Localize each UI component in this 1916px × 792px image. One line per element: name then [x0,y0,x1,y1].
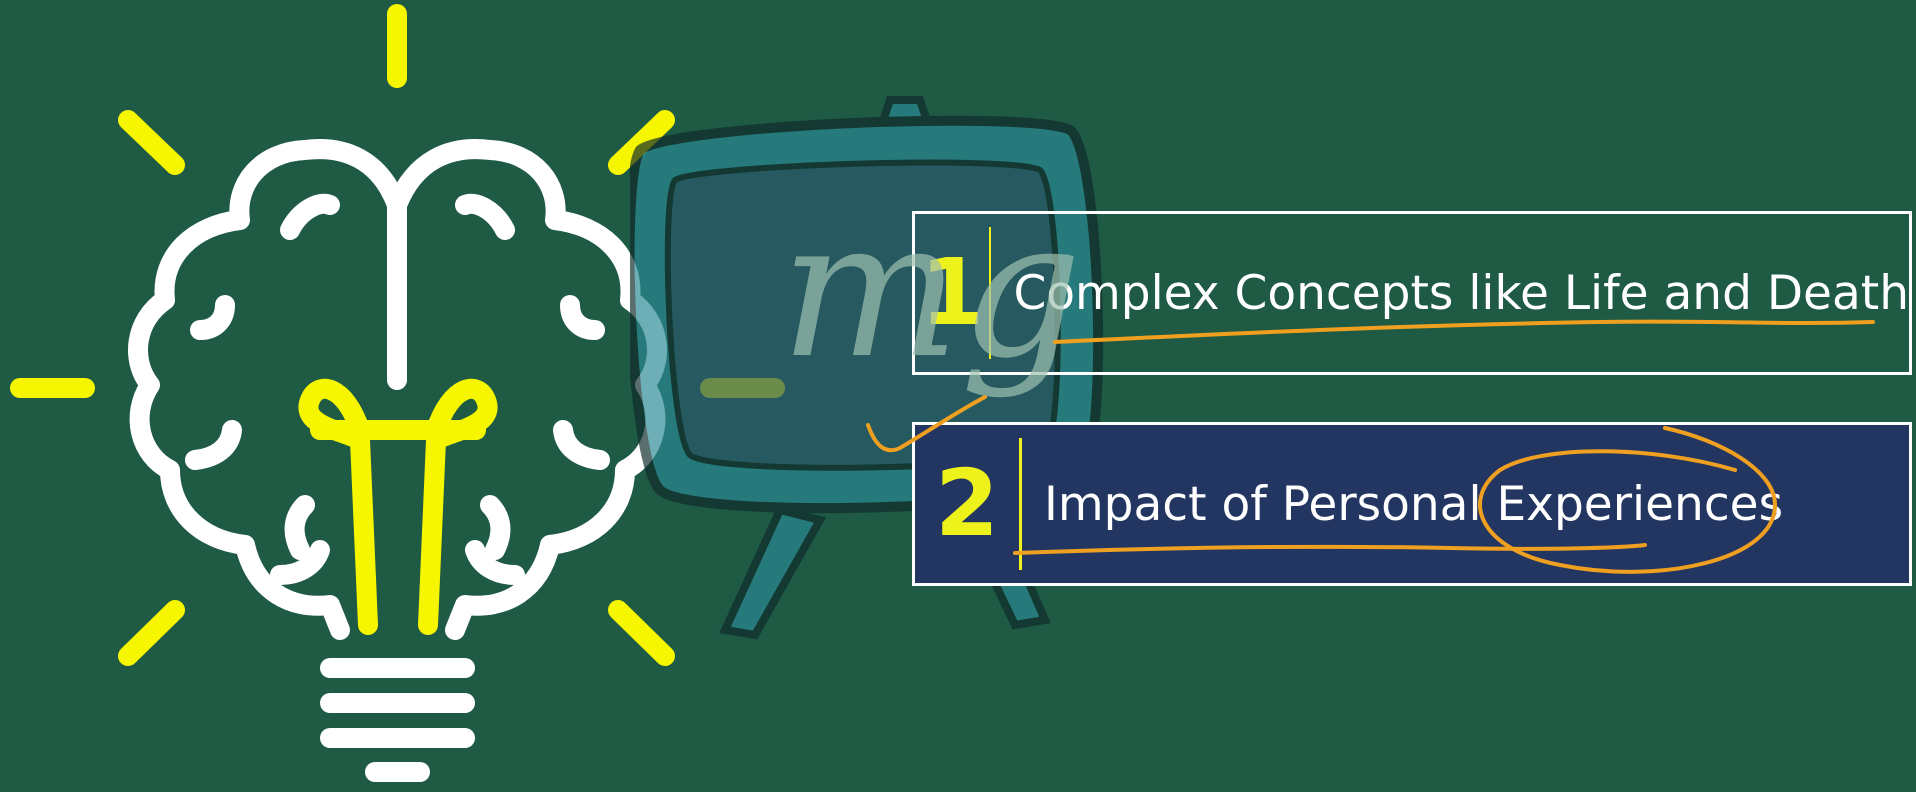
item-divider [989,227,992,359]
item-divider [1019,438,1022,570]
item-label: Impact of Personal Experiences [1044,476,1784,532]
chalkboard-icon [630,96,1104,640]
list-item-2: 2 Impact of Personal Experiences [912,422,1912,586]
item-number: 1 [920,239,985,346]
item-label: Complex Concepts like Life and Death [1013,265,1909,321]
list-item-1: 1 Complex Concepts like Life and Death [912,211,1912,375]
item-number: 2 [934,450,999,557]
